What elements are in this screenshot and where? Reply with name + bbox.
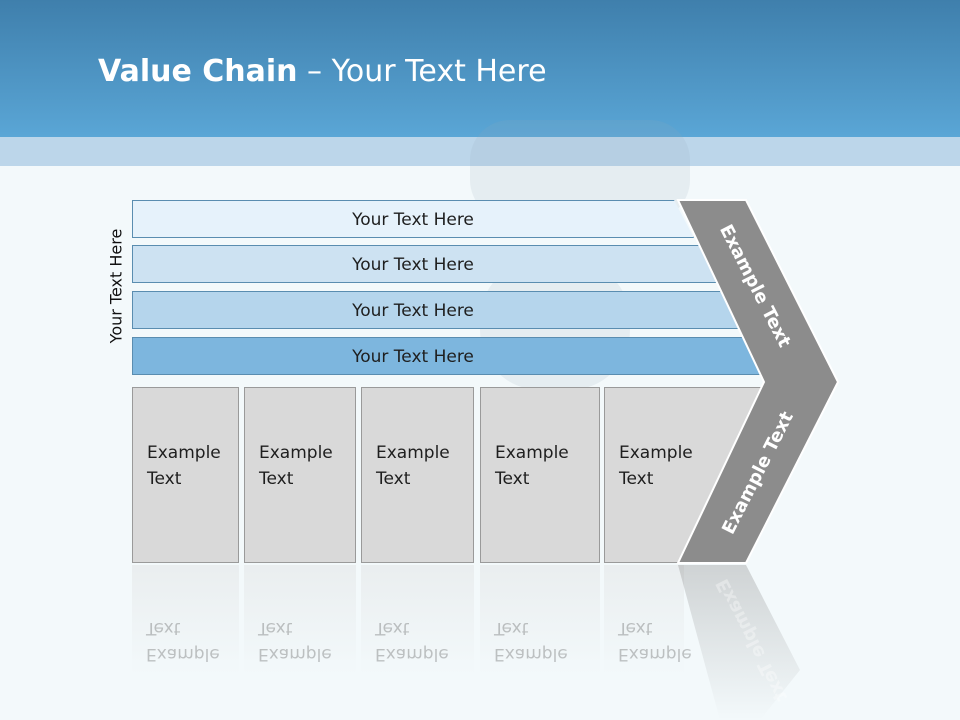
card-reflection-2: Example Text bbox=[244, 565, 356, 675]
header-strip bbox=[0, 137, 960, 166]
card-3-line2: Text bbox=[376, 469, 411, 489]
card-2-line2: Text bbox=[259, 469, 294, 489]
card-2-line1: Example bbox=[259, 443, 333, 463]
header-band bbox=[0, 0, 960, 137]
card-reflection-4-text: Example Text bbox=[494, 615, 568, 667]
ref-3-line2: Text bbox=[375, 618, 410, 638]
chevron-label-top: Example Text bbox=[715, 221, 795, 351]
value-bar-2: Your Text Here bbox=[132, 245, 718, 283]
title-rest: – Your Text Here bbox=[297, 54, 547, 89]
side-label: Your Text Here bbox=[106, 228, 126, 344]
ref-2-line1: Example bbox=[258, 644, 332, 664]
card-4-line1: Example bbox=[495, 443, 569, 463]
card-reflection-2-text: Example Text bbox=[258, 615, 332, 667]
ref-5-line2: Text bbox=[618, 618, 653, 638]
value-bar-4: Your Text Here bbox=[132, 337, 764, 375]
page-title: Value Chain – Your Text Here bbox=[98, 54, 547, 89]
card-reflection-3-text: Example Text bbox=[375, 615, 449, 667]
ref-4-line1: Example bbox=[494, 644, 568, 664]
ref-1-line1: Example bbox=[146, 644, 220, 664]
ref-3-line1: Example bbox=[375, 644, 449, 664]
value-bar-1: Your Text Here bbox=[132, 200, 694, 238]
card-reflection-3: Example Text bbox=[361, 565, 474, 675]
ref-5-line1: Example bbox=[618, 644, 692, 664]
card-reflection-1-text: Example Text bbox=[146, 615, 220, 667]
card-1-line1: Example bbox=[147, 443, 221, 463]
ref-2-line2: Text bbox=[258, 618, 293, 638]
title-bold: Value Chain bbox=[98, 54, 298, 89]
card-3-line1: Example bbox=[376, 443, 450, 463]
card-reflection-1: Example Text bbox=[132, 565, 239, 675]
card-1-line2: Text bbox=[147, 469, 182, 489]
value-bar-4-label: Your Text Here bbox=[352, 347, 474, 367]
card-5-line2: Text bbox=[619, 469, 654, 489]
card-5-line1: Example bbox=[619, 443, 693, 463]
card-reflection-4: Example Text bbox=[480, 565, 600, 675]
chevron-label-reflection: Example Text bbox=[712, 575, 792, 705]
card-4-line2: Text bbox=[495, 469, 530, 489]
value-bar-3-label: Your Text Here bbox=[352, 301, 474, 321]
value-bar-1-label: Your Text Here bbox=[352, 210, 474, 230]
card-reflection-5: Example Text bbox=[604, 565, 692, 675]
value-bar-3: Your Text Here bbox=[132, 291, 740, 329]
ref-4-line2: Text bbox=[494, 618, 529, 638]
ref-1-line2: Text bbox=[146, 618, 181, 638]
value-bar-2-label: Your Text Here bbox=[352, 255, 474, 275]
card-reflection-5-text: Example Text bbox=[618, 615, 692, 667]
